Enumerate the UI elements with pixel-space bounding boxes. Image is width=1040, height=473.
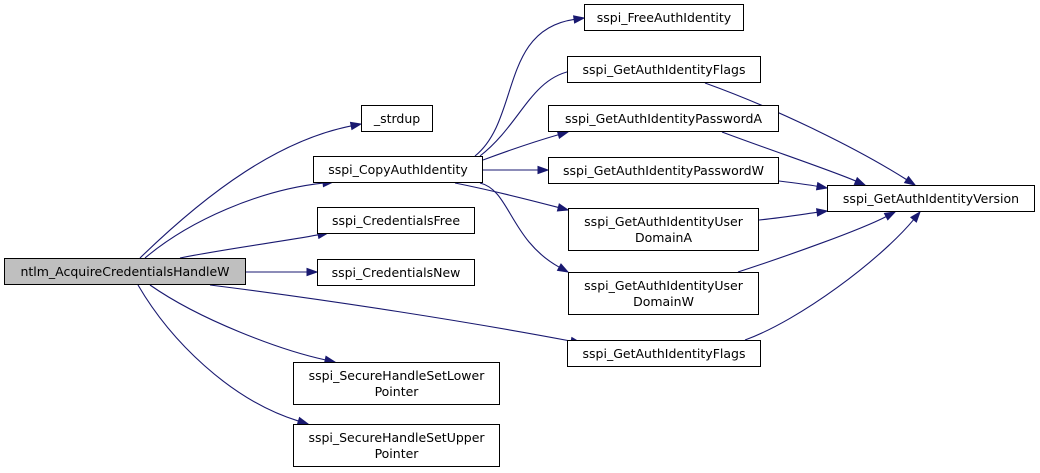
node-sspi-credentials-new[interactable]: sspi_CredentialsNew [317,259,475,286]
node-strdup[interactable]: _strdup [361,105,433,132]
edge-root-to-credentials-free [179,230,330,259]
edge-get-user-domain-w-to-get-version [737,211,897,273]
edge-root-to-set-lower-pointer [149,284,337,364]
node-label-line-2: Pointer [374,383,419,399]
edge-copy-auth-identity-to-get-password-a [482,130,570,161]
arrowhead-icon [349,121,363,131]
arrowhead-icon [556,203,570,212]
edge-root-to-get-flags-bottom [209,284,583,346]
node-sspi-get-auth-identity-version[interactable]: sspi_GetAuthIdentityVersion [827,185,1035,212]
node-sspi-get-auth-identity-password-a[interactable]: sspi_GetAuthIdentityPasswordA [548,105,779,132]
edge-root-to-credentials-new [246,267,319,277]
node-sspi-get-auth-identity-user-domain-w[interactable]: sspi_GetAuthIdentityUser DomainW [568,272,759,315]
node-ntlm-acquire-credentials-handle-w[interactable]: ntlm_AcquireCredentialsHandleW [4,258,246,285]
edge-get-password-a-to-get-version [721,131,867,186]
node-label: ntlm_AcquireCredentialsHandleW [20,263,230,279]
arrowhead-icon [556,263,570,273]
node-label-line-2: DomainW [633,293,694,309]
node-sspi-free-auth-identity[interactable]: sspi_FreeAuthIdentity [584,4,744,31]
arrowhead-icon [572,15,586,24]
node-label: sspi_GetAuthIdentityFlags [582,61,746,77]
arrowhead-icon [903,175,917,186]
node-label: sspi_GetAuthIdentityVersion [842,190,1020,206]
node-label-line-1: sspi_GetAuthIdentityUser [584,213,743,229]
node-label: sspi_GetAuthIdentityPasswordW [563,162,764,178]
arrowhead-icon [883,211,897,221]
arrowhead-icon [306,267,319,277]
edge-get-flags-top-to-get-version [704,82,917,186]
node-sspi-get-auth-identity-user-domain-a[interactable]: sspi_GetAuthIdentityUser DomainA [568,208,759,251]
node-label-line-1: sspi_SecureHandleSetUpper [308,429,485,445]
node-sspi-get-auth-identity-flags-bottom[interactable]: sspi_GetAuthIdentityFlags [567,340,761,367]
node-sspi-get-auth-identity-flags-top[interactable]: sspi_GetAuthIdentityFlags [567,56,761,83]
arrowhead-icon [853,176,867,186]
edge-copy-auth-identity-to-get-user-domain-w [479,182,570,273]
node-label-line-1: sspi_SecureHandleSetLower [308,367,485,383]
node-label-line-2: DomainA [634,229,693,245]
node-label: sspi_FreeAuthIdentity [596,9,732,25]
arrowhead-icon [537,165,550,175]
edge-copy-auth-identity-to-get-user-domain-a [454,182,570,212]
arrowhead-icon [556,130,570,140]
node-sspi-get-auth-identity-password-w[interactable]: sspi_GetAuthIdentityPasswordW [548,157,779,184]
edge-copy-auth-identity-to-free-auth-identity [474,15,586,157]
node-sspi-credentials-free[interactable]: sspi_CredentialsFree [317,207,475,234]
node-sspi-secure-handle-set-lower-pointer[interactable]: sspi_SecureHandleSetLower Pointer [293,362,500,405]
node-label: sspi_GetAuthIdentityPasswordA [564,110,763,126]
node-sspi-copy-auth-identity[interactable]: sspi_CopyAuthIdentity [313,156,483,183]
node-label-line-1: sspi_GetAuthIdentityUser [584,277,743,293]
node-label-line-2: Pointer [374,445,419,461]
arrowhead-icon [909,210,921,223]
edge-get-user-domain-a-to-get-version [758,208,829,221]
arrowhead-icon [816,208,829,217]
node-label: sspi_CopyAuthIdentity [328,161,468,177]
arrowhead-icon [815,181,829,191]
edge-get-password-w-to-get-version [778,180,829,191]
node-label: sspi_GetAuthIdentityFlags [582,345,746,361]
node-sspi-secure-handle-set-upper-pointer[interactable]: sspi_SecureHandleSetUpper Pointer [293,424,500,467]
edge-get-flags-bottom-to-get-version [744,210,921,341]
edge-copy-auth-identity-to-get-password-w [483,165,550,175]
node-label: _strdup [373,110,421,126]
edge-root-to-copy-auth-identity [144,178,335,259]
node-label: sspi_CredentialsFree [331,212,461,228]
edge-root-to-strdup [139,121,363,259]
edge-root-to-set-upper-pointer [137,284,310,426]
node-label: sspi_CredentialsNew [331,264,461,280]
